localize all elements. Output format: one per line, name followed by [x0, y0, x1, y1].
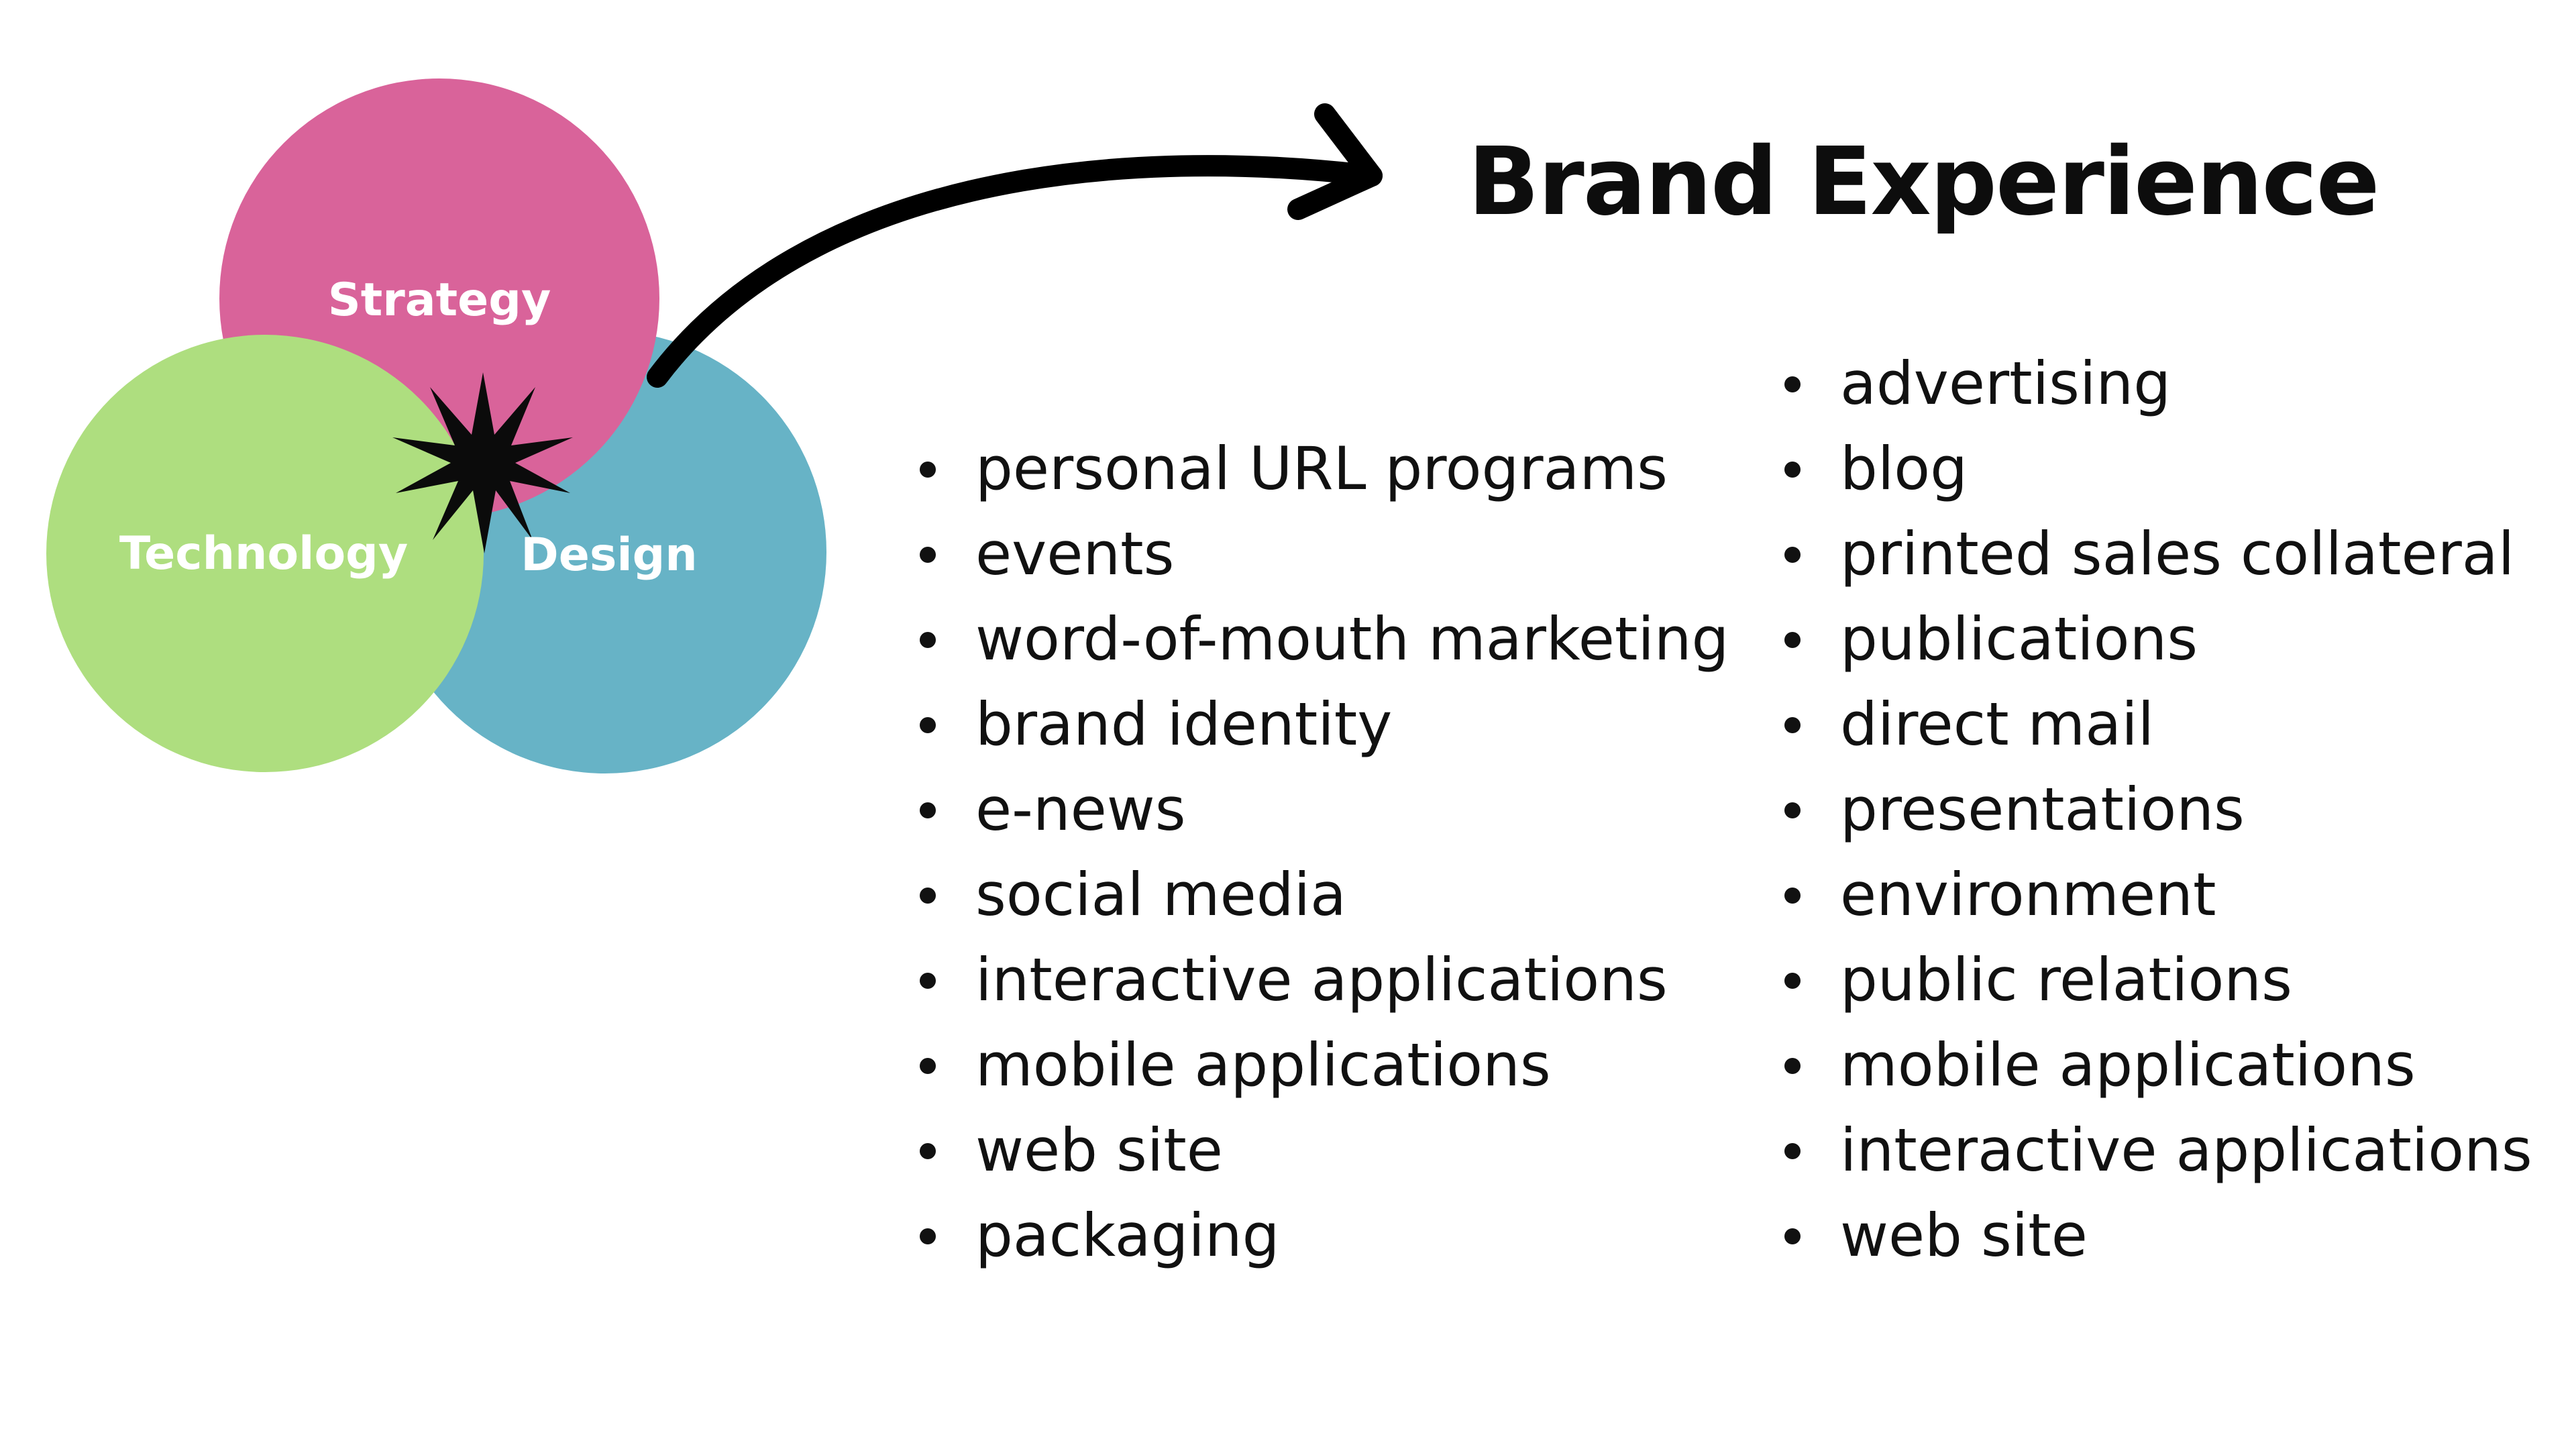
- list-item: events: [920, 511, 1729, 596]
- list-item: packaging: [920, 1193, 1729, 1278]
- design-label: Design: [521, 529, 697, 582]
- list-item: brand identity: [920, 682, 1729, 767]
- list-item: mobile applications: [1784, 1022, 2532, 1108]
- technology-label: Technology: [119, 527, 408, 580]
- list-item: advertising: [1784, 341, 2532, 426]
- list-item: social media: [920, 852, 1729, 937]
- technology-circle: [46, 335, 484, 772]
- list-item: personal URL programs: [920, 426, 1729, 511]
- list-item: public relations: [1784, 937, 2532, 1022]
- curved-arrow-icon: [647, 155, 1383, 388]
- arrow-head-icon: [1287, 103, 1383, 220]
- list-item: direct mail: [1784, 682, 2532, 767]
- list-item: blog: [1784, 426, 2532, 511]
- list-item: environment: [1784, 852, 2532, 937]
- list-item: presentations: [1784, 767, 2532, 852]
- list-item: web site: [920, 1108, 1729, 1193]
- list-item: e-news: [920, 767, 1729, 852]
- list-item: printed sales collateral: [1784, 511, 2532, 596]
- list-item: web site: [1784, 1193, 2532, 1278]
- list-item: publications: [1784, 596, 2532, 682]
- list-item: word-of-mouth marketing: [920, 596, 1729, 682]
- starburst-icon: [392, 372, 573, 553]
- strategy-label: Strategy: [328, 274, 551, 327]
- page-title: Brand Experience: [1468, 127, 2380, 237]
- list-item: mobile applications: [920, 1022, 1729, 1108]
- list-item: interactive applications: [920, 937, 1729, 1022]
- list-item: interactive applications: [1784, 1108, 2532, 1193]
